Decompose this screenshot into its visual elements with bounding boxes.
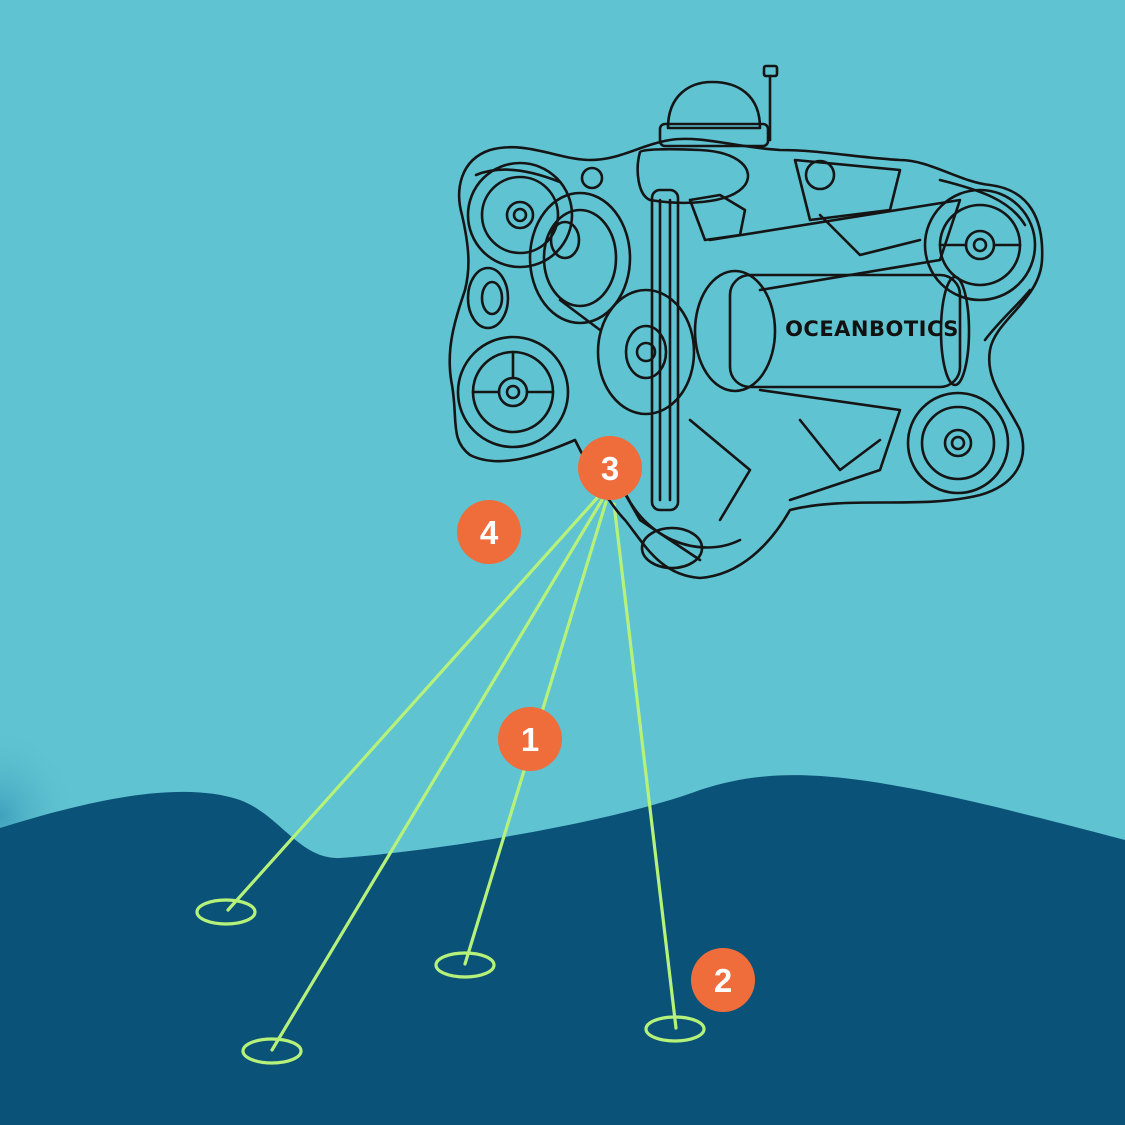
thruster-bottom-left (456, 335, 570, 449)
seabed (0, 775, 1125, 1125)
marker-4-label: 4 (480, 514, 499, 551)
target-ring-3 (434, 951, 496, 979)
marker-3: 3 (578, 436, 642, 500)
marker-1-label: 1 (521, 721, 539, 758)
rov-mast (650, 188, 680, 512)
marker-1: 1 (498, 707, 562, 771)
side-light (466, 266, 510, 330)
sonar-beam-4 (612, 502, 678, 1030)
thruster-bottom-right (906, 391, 1010, 495)
thruster-center (596, 288, 696, 416)
rov-camera (528, 191, 632, 325)
rov-illustration: OCEANBOTICS (448, 64, 1044, 580)
marker-2: 2 (691, 948, 755, 1012)
marker-4: 4 (457, 500, 521, 564)
target-ring-1 (195, 898, 257, 926)
marker-2-label: 2 (714, 962, 732, 999)
target-ring-2 (241, 1037, 303, 1065)
thruster-top-left (466, 161, 574, 269)
rov-dome (666, 80, 762, 130)
thruster-right (923, 188, 1037, 302)
rov-brand-label: OCEANBOTICS (785, 317, 959, 341)
target-ring-4 (644, 1015, 706, 1043)
sonar-target-rings (195, 898, 706, 1065)
sonar-beam-1 (226, 495, 600, 912)
marker-3-label: 3 (601, 450, 619, 487)
sonar-beam-2 (270, 498, 604, 1052)
rov-frame (448, 137, 1044, 580)
